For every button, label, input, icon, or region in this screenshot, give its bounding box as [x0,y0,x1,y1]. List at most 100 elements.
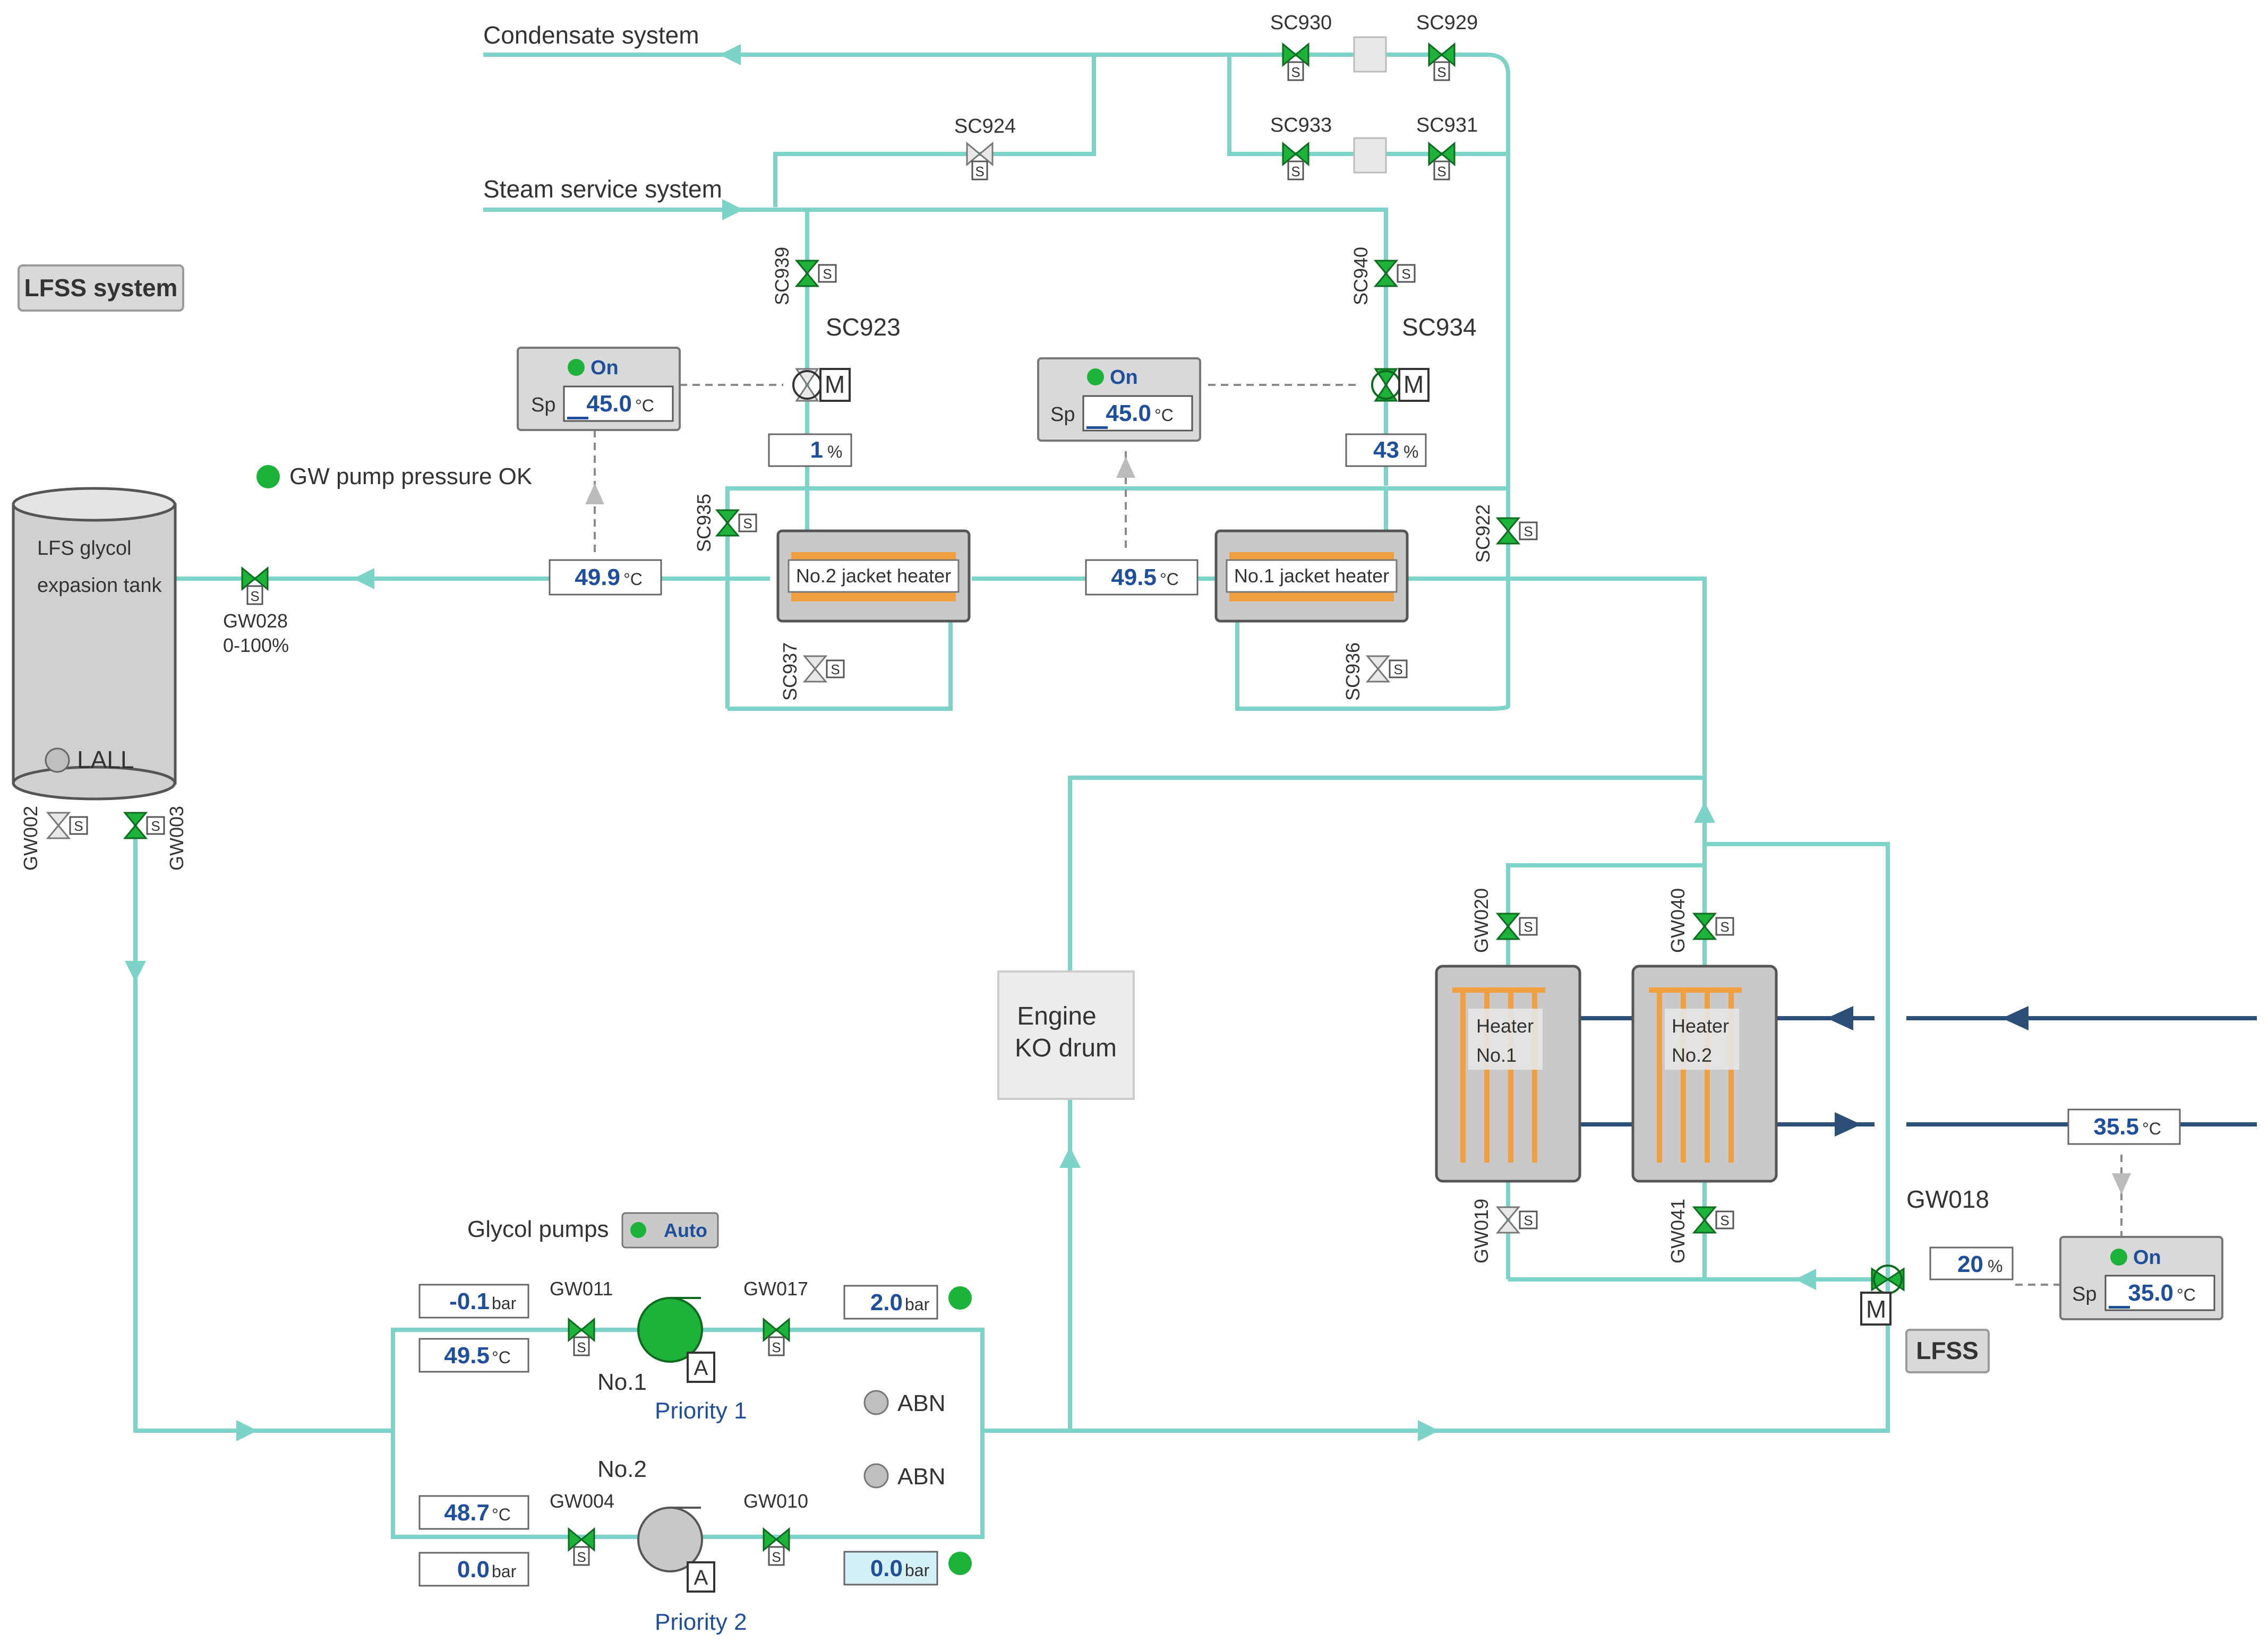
engine-ko-drum[interactable]: Engine KO drum [997,970,1135,1100]
valve-sc939[interactable]: S [794,260,837,287]
valve-s-label: S [772,1339,781,1355]
gw010-tag: GW010 [743,1490,808,1512]
valve-gw019[interactable]: S [1495,1206,1538,1234]
valve-s-label: S [1401,266,1410,282]
glycol-pump-1[interactable]: A [637,1297,715,1383]
setpoint-unit: °C [2177,1285,2196,1304]
setpoint-field[interactable] [1082,395,1193,432]
jacket-heater-1[interactable]: No.1 jacket heater [1214,529,1409,623]
valve-gw041[interactable]: S [1692,1206,1734,1234]
pump-pressure-indicator: GW pump pressure OK [256,463,532,489]
pump2-discharge-led [948,1552,972,1575]
valve-gw020[interactable]: S [1495,913,1538,940]
pump1-suction-pressure-value: -0.1 [449,1288,490,1314]
motor-valve-sc923[interactable]: M [792,368,851,402]
temp-mid-value: 49.5 [1111,564,1157,590]
motor-valve-sc934[interactable]: M [1371,368,1430,402]
setpoint-unit: °C [635,396,654,415]
temp-outlet-box: 49.9 °C [549,559,662,596]
blind-flange-1 [1353,36,1387,73]
gw041-tag: GW041 [1667,1199,1689,1263]
valve-s-label: S [74,818,83,834]
controller-sp-label: Sp [1050,403,1075,426]
valve-sc933[interactable]: S [1282,141,1310,180]
pump1-suction-pressure-box: -0.1 bar [418,1284,529,1319]
sc923-opening-unit: % [827,442,842,461]
heater-no2-label-2: No.2 [1672,1044,1712,1066]
lall-label: LALL [77,746,134,773]
gw019-tag: GW019 [1470,1199,1492,1263]
glycol-expansion-tank[interactable]: LFS glycol expasion tank LALL [12,487,177,801]
gw004-tag: GW004 [550,1490,614,1512]
valve-s-label: S [1291,164,1300,179]
sc936-tag: SC936 [1342,642,1364,701]
valve-sc930[interactable]: S [1282,42,1310,81]
heater-no2-label-1: Heater [1672,1015,1729,1037]
valve-s-label: S [1291,64,1300,80]
valve-s-label: S [772,1549,781,1565]
sc937-tag: SC937 [779,642,801,701]
valve-sc937[interactable]: S [802,655,845,683]
temp-outlet-value: 49.9 [575,564,620,590]
valve-sc935[interactable]: S [715,509,757,537]
tank-label-1: LFS glycol [37,537,131,560]
pump2-suction-temp-value: 48.7 [444,1500,490,1526]
valve-sc924[interactable]: S [966,141,994,180]
valve-sc929[interactable]: S [1428,42,1456,81]
pump-pressure-label: GW pump pressure OK [289,463,532,489]
flow-arrows [125,44,1816,1441]
jacket-heater-1-label: No.1 jacket heater [1234,565,1389,587]
valve-sc936[interactable]: S [1365,655,1408,683]
valve-gw010[interactable]: S [763,1527,790,1566]
pump2-suction-pressure-box: 0.0 bar [418,1552,529,1587]
valve-gw004[interactable]: S [568,1527,595,1566]
sc934-opening-box: 43 % [1345,433,1427,467]
pump1-suction-temp-unit: °C [492,1348,511,1367]
pump2-priority: Priority 2 [655,1609,747,1635]
valve-sc922[interactable]: S [1495,517,1538,545]
sc939-tag: SC939 [771,247,793,305]
gw028-range: 0-100% [223,634,289,656]
motor-valve-gw018[interactable]: M [1860,1265,1905,1326]
gw018-opening-value: 20 [1957,1251,1983,1277]
setpoint-field[interactable] [2104,1275,2215,1311]
valve-s-label: S [975,164,984,179]
heater-no2[interactable]: Heater No.2 [1631,965,1778,1183]
valve-s-label: S [823,266,832,282]
valve-gw011[interactable]: S [568,1317,595,1356]
controller-sc923[interactable]: On Sp 45.0 °C [517,347,681,431]
controller-sp-label: Sp [531,394,555,416]
setpoint-field[interactable] [563,385,674,422]
temp-outlet-unit: °C [623,570,643,589]
valve-gw028[interactable]: S [241,566,269,605]
sc930-tag: SC930 [1270,12,1332,34]
controller-sc934[interactable]: On Sp 45.0 °C [1037,357,1201,442]
pump2-suction-temp-unit: °C [492,1505,511,1524]
valve-sc940[interactable]: S [1373,260,1416,287]
valve-gw003[interactable]: S [123,812,165,839]
valve-sc931[interactable]: S [1428,141,1456,180]
valve-gw002[interactable]: S [46,812,88,839]
valve-gw017[interactable]: S [763,1317,790,1356]
pump1-suction-temp-box: 49.5 °C [418,1338,529,1373]
controller-on-led [2110,1249,2127,1266]
controller-gw018[interactable]: On Sp 35.0 °C [2059,1236,2223,1320]
glycol-pump-2[interactable]: A [637,1507,715,1593]
ko-drum-label-1: Engine [1017,1002,1096,1030]
pump2-abn-led [863,1463,889,1489]
valve-s-label: S [1393,661,1402,677]
pump1-abn-label: ABN [897,1390,945,1416]
sc931-tag: SC931 [1416,114,1478,136]
mode-led [630,1222,646,1238]
lfss-button[interactable]: LFSS [1905,1329,1990,1373]
valve-gw040[interactable]: S [1692,913,1734,940]
gw020-tag: GW020 [1470,888,1492,953]
pump-mode-button[interactable]: Auto [621,1212,719,1249]
sc940-tag: SC940 [1350,247,1372,305]
gw018-opening-box: 20 % [1929,1246,2014,1280]
jacket-heater-2[interactable]: No.2 jacket heater [776,529,971,623]
lfss-system-button[interactable]: LFSS system [18,264,184,312]
heater-no1-label-2: No.1 [1476,1044,1517,1066]
heater-no1[interactable]: Heater No.1 [1435,965,1581,1183]
